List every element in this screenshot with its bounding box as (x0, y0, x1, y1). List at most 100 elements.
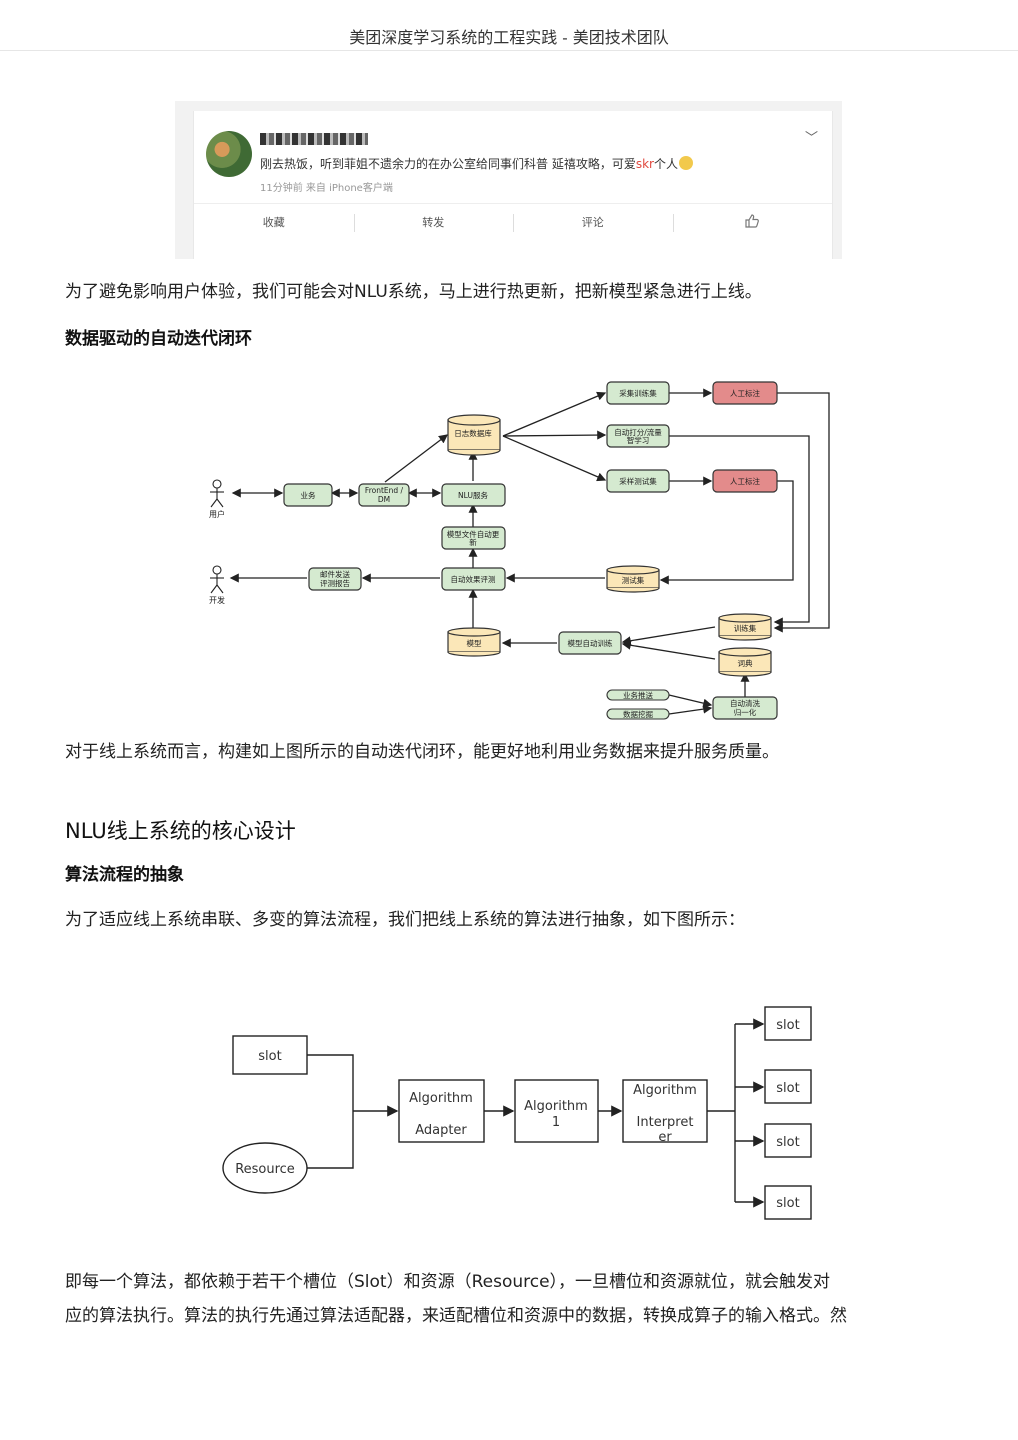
db-testset (606, 565, 660, 593)
resource-label: Resource (235, 1162, 295, 1177)
node-sample-train (606, 381, 670, 405)
algo1-label-1: Algorithm (524, 1099, 588, 1114)
node-auto-train (558, 631, 622, 655)
paragraph-closed-loop: 对于线上系统而言，构建如上图所示的自动迭代闭环，能更好地利用业务数据来提升服务质… (65, 742, 779, 762)
label-auto-score-2: 智学习 (627, 435, 650, 445)
label-mail-2: 评测报告 (320, 578, 350, 588)
node-nlu (441, 483, 506, 507)
emoji-icon (678, 156, 693, 170)
node-biz (283, 483, 333, 507)
like-button (672, 204, 833, 242)
label-sample-test: 采样测试集 (619, 476, 657, 486)
favorite-button: 收藏 (262, 216, 285, 229)
node-model-update (441, 526, 506, 550)
algorithm-1-box (514, 1079, 599, 1143)
label-nlu: NLU服务 (458, 490, 488, 500)
node-clean (712, 696, 778, 720)
adapter-label-1: Algorithm (409, 1091, 473, 1106)
adapter-label-2: Adapter (415, 1123, 467, 1138)
label-data-mining: 数据挖掘 (623, 709, 653, 719)
label-frontend-1: FrontEnd / (365, 486, 404, 495)
slot-output-label: slot (776, 1081, 799, 1096)
slot-output-box (764, 1069, 812, 1104)
weibo-text: 刚去热饭，听到菲姐不遗余力的在办公室给同事们科普 延禧攻略，可爱skr个人 (260, 155, 693, 172)
weibo-text-end: 个人 (653, 157, 678, 171)
interpreter-label-3: er (658, 1130, 672, 1145)
db-trainset (718, 613, 772, 641)
slot-input-box (232, 1035, 308, 1075)
thumbs-up-icon (745, 214, 760, 228)
node-auto-score (606, 424, 670, 448)
slot-input-label: slot (258, 1049, 281, 1064)
label-biz: 业务 (301, 490, 316, 500)
db-model (447, 627, 501, 657)
label-testset: 测试集 (622, 575, 645, 585)
label-clean-2: 归一化 (734, 707, 757, 717)
algo1-label-2: 1 (552, 1115, 560, 1130)
weibo-screenshot: ﹀ 刚去热饭，听到菲姐不遗余力的在办公室给同事们科普 延禧攻略，可爱skr个人 … (175, 101, 842, 259)
resource-ellipse (222, 1142, 308, 1194)
heading-closed-loop: 数据驱动的自动迭代闭环 (65, 329, 252, 349)
label-auto-train: 模型自动训练 (568, 638, 613, 648)
label-biz-push: 业务推送 (623, 690, 653, 700)
label-sample-train: 采集训练集 (619, 388, 657, 398)
slot-output-box (764, 1185, 812, 1220)
page-title: 美团深度学习系统的工程实践 - 美团技术团队 (349, 28, 669, 47)
interpreter-label-2: Interpret (637, 1115, 694, 1130)
node-label-2 (712, 469, 778, 493)
label-model-update-2: 新 (469, 537, 477, 547)
slot-output-box (764, 1006, 812, 1041)
label-mail-1: 邮件发送 (320, 569, 350, 579)
paragraph-hot-update: 为了避免影响用户体验，我们可能会对NLU系统，马上进行热更新，把新模型紧急进行上… (65, 282, 762, 302)
weibo-meta: 11分钟前 来自 iPhone客户端 (260, 183, 393, 194)
algorithm-flow-diagram: slot Resource Algorithm Adapter Algorith… (222, 1006, 812, 1220)
weibo-text-main: 刚去热饭，听到菲姐不遗余力的在办公室给同事们科普 延禧攻略，可爱 (260, 157, 636, 171)
label-logdb: 日志数据库 (454, 428, 492, 438)
weibo-text-highlight: skr (635, 157, 654, 171)
heading-algorithm-abstraction: 算法流程的抽象 (65, 865, 184, 885)
label-model-update-1: 模型文件自动更 (447, 529, 500, 539)
label-frontend-2: DM (378, 495, 390, 504)
node-sample-test (606, 469, 670, 493)
repost-button: 转发 (353, 204, 514, 242)
username-blurred (260, 133, 368, 145)
slot-output-label: slot (776, 1018, 799, 1033)
chevron-down-icon: ﹀ (804, 131, 818, 146)
developer-figure-icon (210, 565, 224, 594)
developer-label: 开发 (209, 595, 225, 605)
pill-data-mining (606, 708, 670, 720)
db-log (447, 414, 501, 456)
node-mail (308, 567, 362, 591)
interpreter-label-1: Algorithm (633, 1083, 697, 1098)
algorithm-adapter-box (398, 1079, 485, 1143)
label-annotate-2: 人工标注 (730, 476, 760, 486)
paragraph-explain-line-1: 即每一个算法，都依赖于若干个槽位（Slot）和资源（Resource），一旦槽位… (65, 1272, 831, 1292)
paragraph-explain-line-2: 应的算法执行。算法的执行先通过算法适配器，来适配槽位和资源中的数据，转换成算子的… (65, 1306, 847, 1326)
user-label: 用户 (209, 509, 225, 519)
closed-loop-diagram: 用户 开发 (209, 381, 830, 720)
user-figure-icon (210, 479, 224, 508)
slot-output-label: slot (776, 1196, 799, 1211)
label-trainset: 训练集 (734, 623, 757, 633)
db-dict (718, 647, 772, 677)
weibo-card: ﹀ 刚去热饭，听到菲姐不遗余力的在办公室给同事们科普 延禧攻略，可爱skr个人 … (193, 111, 833, 259)
node-label-1 (712, 381, 778, 405)
pill-biz-push (606, 689, 670, 701)
weibo-action-bar: 收藏 转发 评论 (194, 203, 832, 242)
label-auto-eval: 自动效果评测 (451, 574, 496, 584)
node-auto-eval (441, 567, 506, 591)
slot-output-box (764, 1123, 812, 1158)
label-clean-1: 自动清洗 (730, 698, 760, 708)
heading-core-design: NLU线上系统的核心设计 (65, 819, 296, 843)
avatar (206, 131, 252, 177)
algorithm-interpreter-box (622, 1079, 708, 1143)
page-header: 美团深度学习系统的工程实践 - 美团技术团队 (0, 0, 1018, 51)
paragraph-abstraction: 为了适应线上系统串联、多变的算法流程，我们把线上系统的算法进行抽象，如下图所示： (65, 910, 745, 930)
label-dict: 词典 (738, 658, 753, 668)
slot-output-label: slot (776, 1135, 799, 1150)
label-model: 模型 (467, 638, 482, 648)
label-annotate-1: 人工标注 (730, 388, 760, 398)
comment-button: 评论 (513, 204, 673, 242)
node-frontend (358, 483, 410, 507)
label-auto-score-1: 自动打分/流量 (614, 427, 662, 437)
